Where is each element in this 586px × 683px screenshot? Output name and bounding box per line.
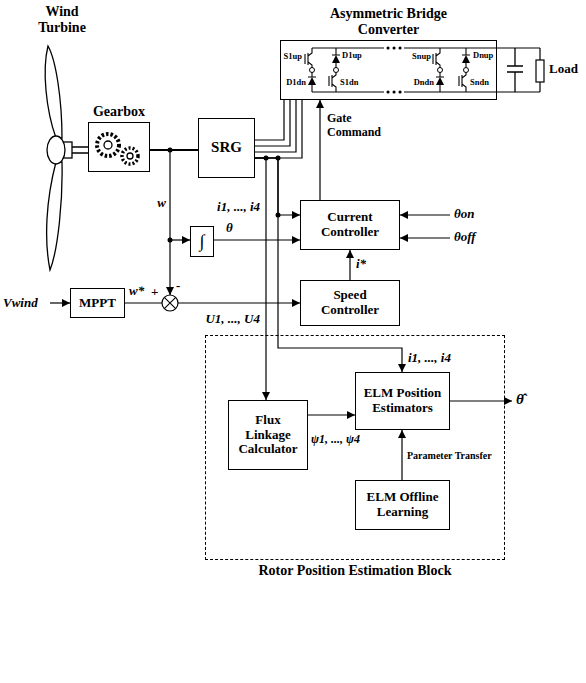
estimator-box: ELM Position Estimators xyxy=(355,372,450,430)
turbine-hub xyxy=(47,136,65,164)
signal-connector xyxy=(308,414,355,415)
gear-icon xyxy=(97,134,119,156)
signal-name: θoff xyxy=(454,230,476,245)
switch-label: Snup xyxy=(412,52,431,62)
box-heading: Gearbox xyxy=(74,104,164,120)
signal-wire xyxy=(50,302,70,303)
shaft-line xyxy=(150,149,198,151)
box-text: Current Controller xyxy=(305,210,395,240)
box-text: SRG xyxy=(211,139,242,156)
junction-dot xyxy=(168,238,173,243)
winding-terminal xyxy=(438,68,443,73)
switch-label: S1dn xyxy=(340,78,358,88)
box-heading: Rotor Position Estimation Block xyxy=(205,563,505,579)
signal-name: w xyxy=(157,196,166,211)
signal-connector xyxy=(319,100,320,200)
signal-name: Vwind xyxy=(3,296,38,311)
signal-connector xyxy=(125,302,300,303)
signal-name: w* xyxy=(129,284,144,299)
turbine-blade xyxy=(47,162,63,270)
switch-label: Dndn xyxy=(414,78,434,88)
box-text: Flux Linkage Calculator xyxy=(233,413,303,458)
generator-box: SRG xyxy=(198,118,255,178)
signal-name: i* xyxy=(356,257,366,272)
switch-leg xyxy=(305,48,340,92)
signal-wire xyxy=(170,239,190,240)
signal-wire xyxy=(400,214,450,215)
switch-label: Sndn xyxy=(470,78,489,88)
gear-icon xyxy=(122,148,138,164)
signal-wire xyxy=(450,400,512,401)
integrator-box: ∫ xyxy=(190,226,214,257)
signal-name: i1, ..., i4 xyxy=(217,200,260,215)
dc-rail xyxy=(312,48,540,92)
part-label: Load xyxy=(549,62,578,77)
signal-name: U1, ..., U4 xyxy=(205,312,260,327)
box-text: ∫ xyxy=(200,231,205,252)
box-heading: Asymmetric Bridge Converter xyxy=(304,6,474,38)
controller-box: Speed Controller xyxy=(300,280,400,326)
box-text: ELM Position Estimators xyxy=(360,386,445,416)
switch-label: D1up xyxy=(342,51,362,61)
signal-connector xyxy=(214,239,300,240)
capacitor-symbol xyxy=(507,48,523,92)
signal-name: Parameter Transfer xyxy=(407,450,492,462)
box-text: Speed Controller xyxy=(305,288,395,318)
sign-symbol: - xyxy=(176,279,180,294)
signal-connector xyxy=(349,250,350,280)
box-text: MPPT xyxy=(79,296,116,311)
signal-wire xyxy=(169,150,170,295)
phase-wire xyxy=(255,100,302,158)
signal-name: Gate Command xyxy=(327,112,389,140)
controller-box: Current Controller xyxy=(300,200,400,250)
learning-box: ELM Offline Learning xyxy=(355,480,450,530)
gear-icon xyxy=(127,153,133,159)
sign-symbol: + xyxy=(151,285,158,300)
gear-icon xyxy=(104,141,112,149)
switch-label: D1dn xyxy=(286,78,306,88)
signal-name: θ xyxy=(226,221,233,236)
switch-leg xyxy=(433,48,470,92)
diode-symbol xyxy=(308,55,470,85)
output-label: θ̂ xyxy=(516,391,524,408)
signal-connector xyxy=(255,158,266,400)
signal-connector xyxy=(401,430,402,480)
converter-box: Asymmetric Bridge Converter xyxy=(280,40,497,100)
switch-label: S1up xyxy=(284,52,302,62)
estimation-region: Rotor Position Estimation BlockFlux Link… xyxy=(205,335,505,560)
signal-name: i1, ..., i4 xyxy=(408,351,451,366)
mppt-box: MPPT xyxy=(70,288,125,318)
resistor-symbol xyxy=(536,60,544,82)
signal-name: θon xyxy=(454,207,474,222)
turbine-shaft xyxy=(72,147,88,153)
signal-connector xyxy=(255,100,284,140)
turbine-blade xyxy=(45,46,62,138)
box-text: ELM Offline Learning xyxy=(360,490,445,520)
switch-label: Dnup xyxy=(473,51,493,61)
summing-junction xyxy=(164,297,175,308)
signal-name: ψ1, ..., ψ4 xyxy=(311,433,360,447)
summing-junction xyxy=(162,295,178,311)
winding-terminal xyxy=(464,68,469,73)
signal-connector xyxy=(255,158,402,372)
part-label: Wind Turbine xyxy=(30,4,94,36)
gearbox-box: Gearbox xyxy=(88,122,150,172)
continuation-dots xyxy=(388,48,400,92)
signal-wire xyxy=(400,237,450,238)
winding-terminal xyxy=(310,68,315,73)
calculator-box: Flux Linkage Calculator xyxy=(228,400,308,470)
winding-terminal xyxy=(334,68,339,73)
